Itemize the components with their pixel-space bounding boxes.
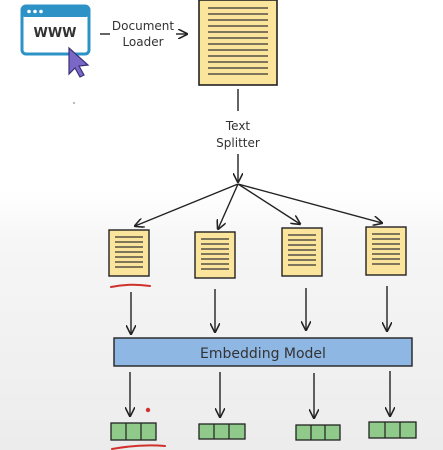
embedding-model-label: Embedding Model: [200, 346, 326, 362]
red-underline-annotation: [110, 283, 151, 288]
chunk-document-2: [194, 231, 236, 279]
chunk-to-embedding-arrows: [131, 286, 387, 334]
embedding-model-box: [113, 337, 413, 367]
split-arrows: [135, 183, 382, 229]
stray-mark: [73, 102, 75, 104]
vector-embedding-2: [198, 423, 246, 440]
document-loader-label-line1: Document: [112, 19, 174, 33]
red-dot-annotation: [145, 407, 151, 413]
chunk-document-1: [108, 229, 150, 277]
embedding-to-vector-arrows: [130, 371, 390, 418]
document-loader-label-line2: Loader: [122, 35, 163, 49]
vector-embedding-4: [368, 421, 417, 439]
browser-www-text: WWW: [33, 26, 76, 41]
chunk-document-3: [281, 227, 323, 277]
chunk-document-4: [365, 226, 407, 276]
red-curve-annotation: [111, 444, 166, 450]
vector-embedding-1: [110, 422, 157, 441]
cursor-icon: [68, 46, 90, 78]
browser-icon: WWW: [20, 4, 91, 56]
vector-embedding-3: [295, 424, 341, 441]
source-document: [198, 0, 278, 86]
text-splitter-label-line1: Text: [225, 119, 251, 133]
text-splitter-label-line2: Splitter: [216, 136, 260, 150]
